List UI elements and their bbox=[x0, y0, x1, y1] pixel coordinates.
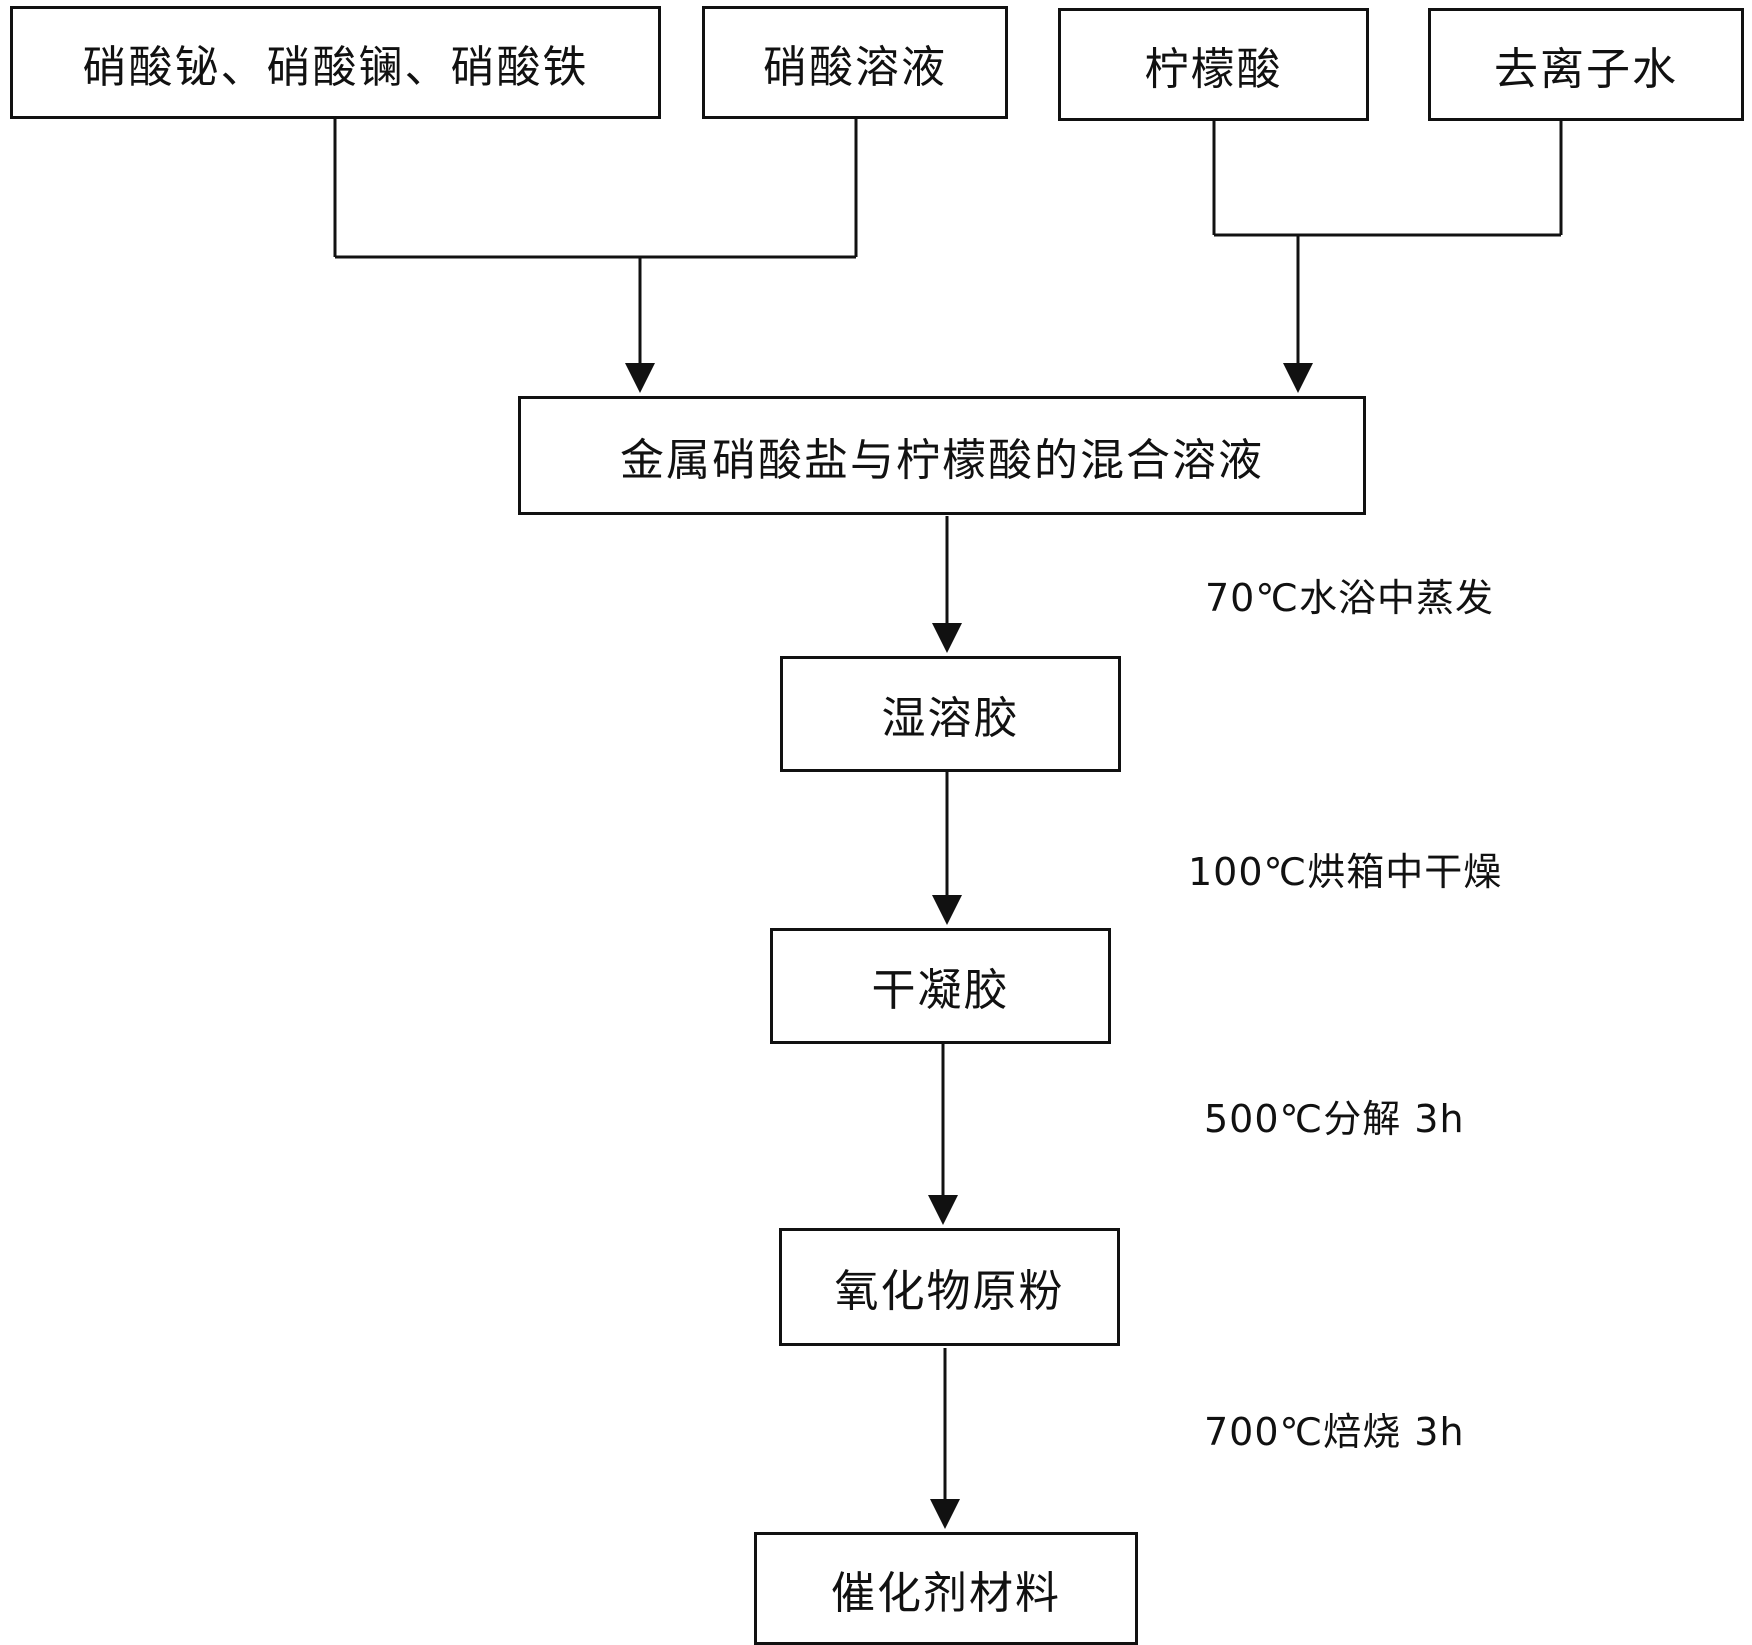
step-evaporate-label: 70℃水浴中蒸发 bbox=[1205, 576, 1495, 620]
input-nitric-acid: 硝酸溶液 bbox=[702, 6, 1008, 119]
input-metal-nitrates: 硝酸铋、硝酸镧、硝酸铁 bbox=[10, 6, 661, 119]
stage-catalyst-label: 催化剂材料 bbox=[831, 1567, 1061, 1619]
stage-mixed-solution: 金属硝酸盐与柠檬酸的混合溶液 bbox=[518, 396, 1366, 515]
stage-oxide-powder: 氧化物原粉 bbox=[779, 1228, 1120, 1346]
input-metal-nitrates-label: 硝酸铋、硝酸镧、硝酸铁 bbox=[82, 41, 589, 93]
input-deionized-water: 去离子水 bbox=[1428, 8, 1744, 121]
stage-mixed-solution-label: 金属硝酸盐与柠檬酸的混合溶液 bbox=[620, 434, 1264, 486]
stage-xerogel-label: 干凝胶 bbox=[871, 965, 1010, 1016]
input-nitric-acid-label: 硝酸溶液 bbox=[763, 41, 947, 93]
input-deionized-water-label: 去离子水 bbox=[1494, 43, 1678, 95]
stage-oxide-powder-label: 氧化物原粉 bbox=[834, 1266, 1065, 1317]
stage-xerogel: 干凝胶 bbox=[770, 928, 1111, 1044]
input-citric-acid-label: 柠檬酸 bbox=[1144, 43, 1283, 95]
step-calcine-label: 700℃焙烧 3h bbox=[1204, 1410, 1465, 1454]
stage-catalyst: 催化剂材料 bbox=[754, 1532, 1138, 1645]
step-decompose-label: 500℃分解 3h bbox=[1204, 1097, 1465, 1141]
stage-wet-sol-label: 湿溶胶 bbox=[881, 693, 1020, 744]
stage-wet-sol: 湿溶胶 bbox=[780, 656, 1121, 772]
step-dry-label: 100℃烘箱中干燥 bbox=[1188, 850, 1503, 894]
input-citric-acid: 柠檬酸 bbox=[1058, 8, 1369, 121]
